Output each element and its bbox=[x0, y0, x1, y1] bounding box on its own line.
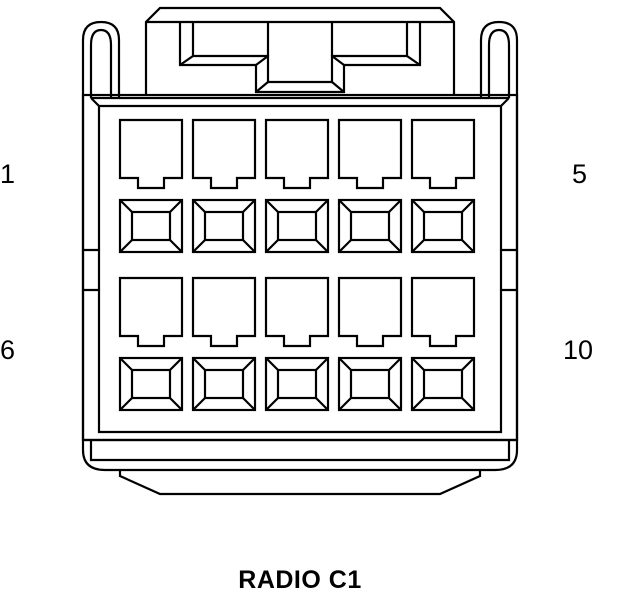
seal-bevel-1 bbox=[119, 199, 183, 253]
top-hood bbox=[144, 6, 456, 95]
left-latch bbox=[81, 20, 121, 440]
seal-inner-5 bbox=[422, 210, 464, 242]
seal-inner-6 bbox=[130, 368, 172, 400]
pin-label-1: 1 bbox=[0, 159, 16, 189]
seal-outer-1 bbox=[118, 198, 184, 254]
seal-bevel-3 bbox=[265, 199, 329, 253]
cavity-9 bbox=[337, 276, 403, 412]
seal-inner-3 bbox=[276, 210, 318, 242]
cavity-5 bbox=[410, 118, 476, 254]
cavity-1 bbox=[118, 118, 184, 254]
seal-bevel-8 bbox=[265, 357, 329, 411]
pin-label-5: 5 bbox=[572, 159, 588, 189]
cavity-8 bbox=[264, 276, 330, 412]
seal-inner-7 bbox=[203, 368, 245, 400]
right-latch bbox=[479, 20, 519, 440]
seal-outer-7 bbox=[191, 356, 257, 412]
terminal-opening-3 bbox=[264, 118, 330, 190]
seal-outer-4 bbox=[337, 198, 403, 254]
terminal-opening-4 bbox=[337, 118, 403, 190]
seal-inner-10 bbox=[422, 368, 464, 400]
cavity-6 bbox=[118, 276, 184, 412]
seal-bevel-7 bbox=[192, 357, 256, 411]
seal-inner-1 bbox=[130, 210, 172, 242]
terminal-opening-8 bbox=[264, 276, 330, 348]
cavity-10 bbox=[410, 276, 476, 412]
seal-inner-8 bbox=[276, 368, 318, 400]
seal-outer-5 bbox=[410, 198, 476, 254]
terminal-opening-10 bbox=[410, 276, 476, 348]
seal-inner-9 bbox=[349, 368, 391, 400]
cavity-3 bbox=[264, 118, 330, 254]
terminal-opening-7 bbox=[191, 276, 257, 348]
seal-inner-2 bbox=[203, 210, 245, 242]
seal-bevel-10 bbox=[411, 357, 475, 411]
seal-bevel-5 bbox=[411, 199, 475, 253]
terminal-opening-2 bbox=[191, 118, 257, 190]
cavity-4 bbox=[337, 118, 403, 254]
seal-outer-8 bbox=[264, 356, 330, 412]
terminal-opening-5 bbox=[410, 118, 476, 190]
seal-bevel-9 bbox=[338, 357, 402, 411]
connector-body bbox=[81, 93, 519, 442]
seal-bevel-4 bbox=[338, 199, 402, 253]
seal-outer-3 bbox=[264, 198, 330, 254]
terminal-opening-1 bbox=[118, 118, 184, 190]
seal-bevel-6 bbox=[119, 357, 183, 411]
cavity-7 bbox=[191, 276, 257, 412]
terminal-opening-9 bbox=[337, 276, 403, 348]
cavity-grid bbox=[118, 118, 476, 412]
seal-outer-2 bbox=[191, 198, 257, 254]
cavity-2 bbox=[191, 118, 257, 254]
seal-outer-10 bbox=[410, 356, 476, 412]
seal-outer-6 bbox=[118, 356, 184, 412]
pin-label-10: 10 bbox=[563, 335, 594, 365]
bottom-lip bbox=[81, 438, 519, 496]
connector-title: RADIO C1 bbox=[238, 566, 362, 594]
seal-inner-4 bbox=[349, 210, 391, 242]
terminal-opening-6 bbox=[118, 276, 184, 348]
pin-label-6: 6 bbox=[0, 335, 16, 365]
seal-outer-9 bbox=[337, 356, 403, 412]
seal-bevel-2 bbox=[192, 199, 256, 253]
